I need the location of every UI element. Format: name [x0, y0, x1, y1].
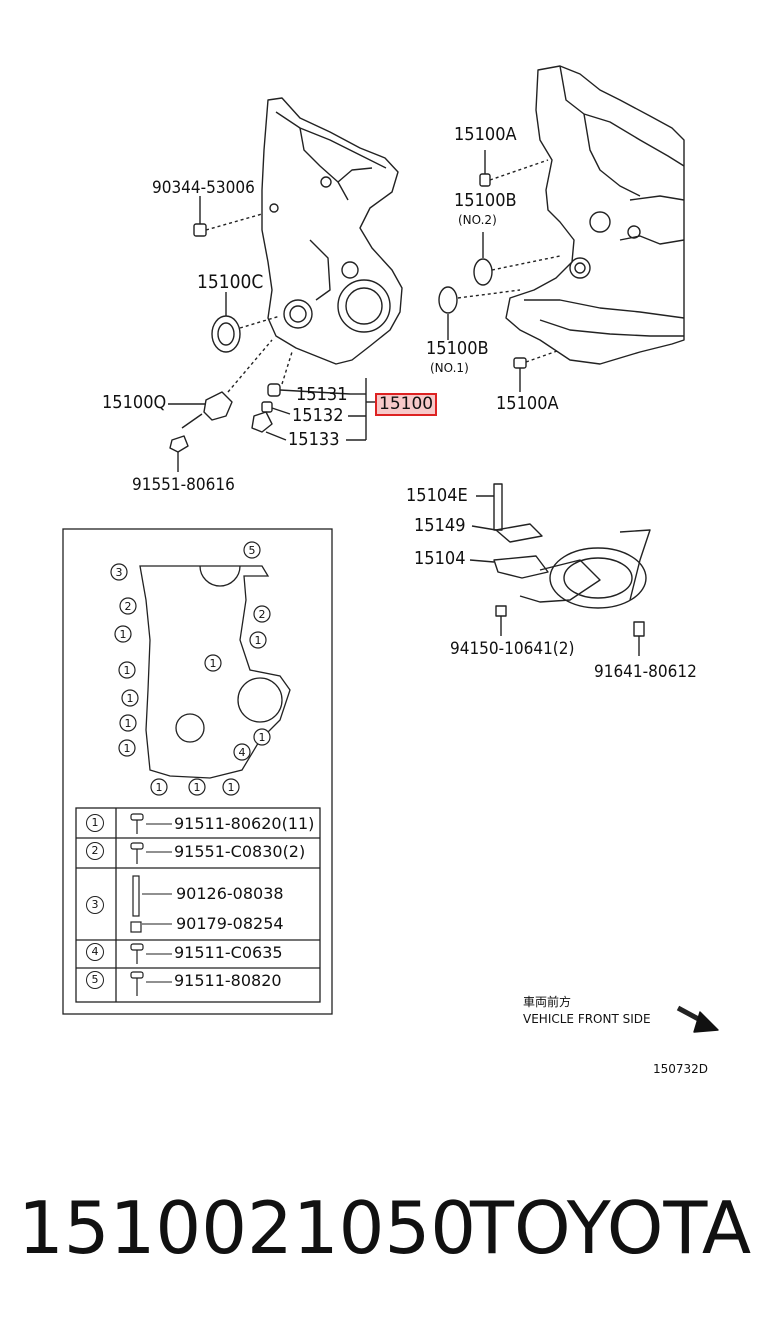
callout-circle: [121, 689, 139, 707]
table-part-number: 91511-80620(11): [174, 814, 315, 833]
label-15133: 15133: [288, 429, 340, 450]
table-row-number: 3: [86, 896, 104, 914]
callout-number: 5: [249, 544, 256, 557]
engine-block-drawing: [505, 65, 685, 365]
label-15131: 15131: [296, 384, 348, 405]
inset-cover-outline: [139, 565, 291, 779]
callout-number: 3: [116, 566, 123, 579]
callout-number: 2: [259, 608, 266, 621]
label-15104E: 15104E: [406, 485, 468, 506]
table-part-number: 90179-08254: [176, 914, 284, 933]
callout-number: 1: [120, 628, 127, 641]
label-15100B-top: 15100B: [454, 190, 517, 211]
callout-number: 1: [255, 634, 262, 647]
callout-number: 1: [259, 731, 266, 744]
callout-circle: [253, 728, 271, 746]
callout-number: 1: [156, 781, 163, 794]
label-15132: 15132: [292, 405, 344, 426]
label-15100A-bot: 15100A: [496, 393, 559, 414]
table-part-number: 91511-80820: [174, 971, 282, 990]
callout-circle: [118, 739, 136, 757]
callout-circle: [253, 605, 271, 623]
callout-number: 1: [210, 657, 217, 670]
label-15100B-mid: 15100B: [426, 338, 489, 359]
part-number-caption: 1510021050: [18, 1186, 477, 1270]
callout-number: 1: [194, 781, 201, 794]
label-15100A-top: 15100A: [454, 124, 517, 145]
table-part-number: 91551-C0830(2): [174, 842, 306, 861]
callout-circle: [188, 778, 206, 796]
callout-circle: [119, 714, 137, 732]
callout-number: 1: [125, 717, 132, 730]
timing-cover-drawing: [261, 97, 403, 365]
callout-number: 1: [127, 692, 134, 705]
label-15100C: 15100C: [197, 271, 264, 293]
front-label-jp: 車両前方: [523, 995, 572, 1009]
label-94150-10641: 94150-10641(2): [450, 639, 575, 659]
callout-circle: [243, 541, 261, 559]
callout-circle: [204, 654, 222, 672]
callout-circle: [119, 597, 137, 615]
table-part-number: 90126-08038: [176, 884, 284, 903]
front-label-en: VEHICLE FRONT SIDE: [523, 1012, 651, 1026]
brand-caption: TOYOTA: [470, 1186, 752, 1270]
label-15149: 15149: [414, 515, 466, 536]
label-no2: (NO.2): [458, 213, 497, 227]
callout-circle: [118, 661, 136, 679]
table-row-number: 2: [86, 842, 104, 860]
table-row-number: 5: [86, 971, 104, 989]
callout-number: 1: [124, 664, 131, 677]
label-90344-53006: 90344-53006: [152, 178, 255, 198]
callout-circle: [222, 778, 240, 796]
figure-code: 150732D: [653, 1062, 709, 1076]
label-15104: 15104: [414, 548, 466, 569]
callout-number: 4: [239, 746, 246, 759]
table-part-number: 91511-C0635: [174, 943, 283, 962]
callout-circle: [249, 631, 267, 649]
table-row-number: 4: [86, 943, 104, 961]
callout-circle: [233, 743, 251, 761]
inset-frame: [62, 528, 333, 1015]
callout-number: 1: [124, 742, 131, 755]
callout-number: 1: [228, 781, 235, 794]
table-row-number: 1: [86, 814, 104, 832]
label-91641-80612: 91641-80612: [594, 662, 697, 682]
label-15100-highlighted[interactable]: 15100: [375, 393, 438, 416]
label-no1: (NO.1): [430, 361, 469, 375]
label-15100Q: 15100Q: [102, 392, 167, 413]
callout-number: 2: [125, 600, 132, 613]
label-91551-80616: 91551-80616: [132, 475, 235, 495]
callout-circle: [110, 563, 128, 581]
callout-circle: [150, 778, 168, 796]
callout-circle: [114, 625, 132, 643]
